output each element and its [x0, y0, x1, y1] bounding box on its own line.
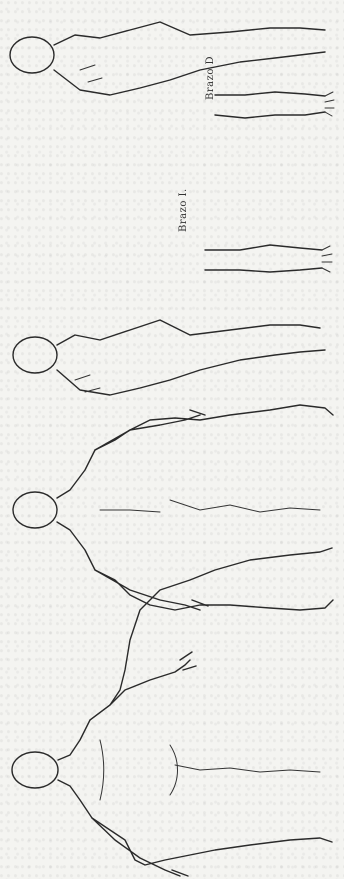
- back-arm-left: [95, 410, 205, 450]
- back-leg-midline: [170, 500, 320, 512]
- arm-detail-right: [215, 92, 334, 118]
- arm-left-lower-edge: [205, 268, 322, 272]
- side2-head: [10, 37, 54, 73]
- arm-right-lower-edge: [215, 112, 325, 118]
- front-leg-midline: [175, 765, 320, 772]
- front-view-figure: [12, 548, 332, 876]
- arm-right-label: Brazo D: [205, 56, 216, 100]
- front-torso-leg-outline-right: [58, 780, 332, 865]
- arm-detail-left: [205, 245, 332, 272]
- arm-left-label: Brazo I.: [178, 188, 189, 232]
- side-view-figure-1: [13, 320, 325, 395]
- front-chest-line: [100, 740, 104, 800]
- arm-left-upper-edge: [205, 245, 322, 250]
- back-outline-left: [57, 405, 333, 498]
- back-outline-right: [57, 522, 333, 610]
- arm-right-upper-edge: [215, 92, 325, 96]
- front-hip-line: [170, 745, 178, 795]
- side2-arm-marks: [80, 65, 102, 82]
- front-torso-leg-outline-left: [58, 548, 332, 760]
- side-view-figure-2: [10, 22, 325, 95]
- front-arm-left: [90, 652, 196, 720]
- side1-head: [13, 337, 57, 373]
- back-view-figure: [13, 405, 333, 610]
- back-arm-right: [95, 570, 208, 610]
- back-head: [13, 492, 57, 528]
- side2-back-outline: [54, 52, 325, 95]
- back-spine-line: [100, 510, 160, 512]
- front-arm-right: [92, 818, 188, 876]
- side1-front-outline: [57, 320, 320, 345]
- arm-right-fingers: [325, 92, 334, 116]
- front-head: [12, 752, 58, 788]
- arm-left-fingers: [322, 246, 332, 272]
- side2-front-outline: [54, 22, 325, 45]
